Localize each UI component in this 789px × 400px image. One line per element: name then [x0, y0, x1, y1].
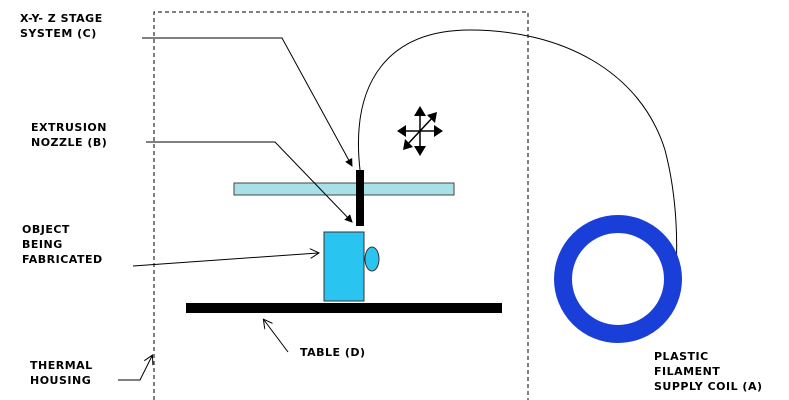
- fabricated-object-knob: [364, 246, 380, 272]
- filament-supply-coil: [554, 215, 682, 343]
- label-thermal-housing-line2: HOUSING: [30, 374, 92, 387]
- leader-table: [264, 320, 289, 353]
- label-stage-system-line1: X-Y- Z STAGE: [20, 12, 103, 25]
- stage-plate: [233, 182, 455, 196]
- label-table: TABLE (D): [300, 345, 366, 360]
- table-surface: [186, 303, 502, 313]
- label-object-line2: BEING: [22, 238, 63, 251]
- label-extrusion-nozzle-line2: NOZZLE (B): [31, 136, 108, 149]
- thermal-housing-outline: [153, 11, 529, 400]
- label-object-line1: OBJECT: [22, 223, 70, 236]
- leader-thermal-housing: [118, 356, 152, 381]
- leader-object: [132, 253, 318, 267]
- label-plastic-filament-line1: PLASTIC: [654, 350, 709, 363]
- label-plastic-filament-line3: SUPPLY COIL (A): [654, 380, 763, 393]
- movement-arrows-icon: [397, 106, 443, 156]
- label-plastic-filament: PLASTIC FILAMENT SUPPLY COIL (A): [654, 349, 763, 394]
- label-object: OBJECT BEING FABRICATED: [22, 222, 103, 267]
- leader-extrusion-nozzle: [146, 141, 353, 223]
- fabricated-object: [323, 231, 365, 302]
- label-stage-system: X-Y- Z STAGE SYSTEM (C): [20, 11, 103, 41]
- label-extrusion-nozzle-line1: EXTRUSION: [31, 121, 107, 134]
- leader-stage-system: [142, 37, 353, 167]
- label-thermal-housing: THERMAL HOUSING: [30, 358, 93, 388]
- label-stage-system-line2: SYSTEM (C): [20, 27, 97, 40]
- label-extrusion-nozzle: EXTRUSION NOZZLE (B): [31, 120, 107, 150]
- extrusion-nozzle: [356, 170, 364, 226]
- label-table-line1: TABLE (D): [300, 346, 366, 359]
- filament-strand: [358, 29, 678, 281]
- label-thermal-housing-line1: THERMAL: [30, 359, 93, 372]
- label-plastic-filament-line2: FILAMENT: [654, 365, 721, 378]
- label-object-line3: FABRICATED: [22, 253, 103, 266]
